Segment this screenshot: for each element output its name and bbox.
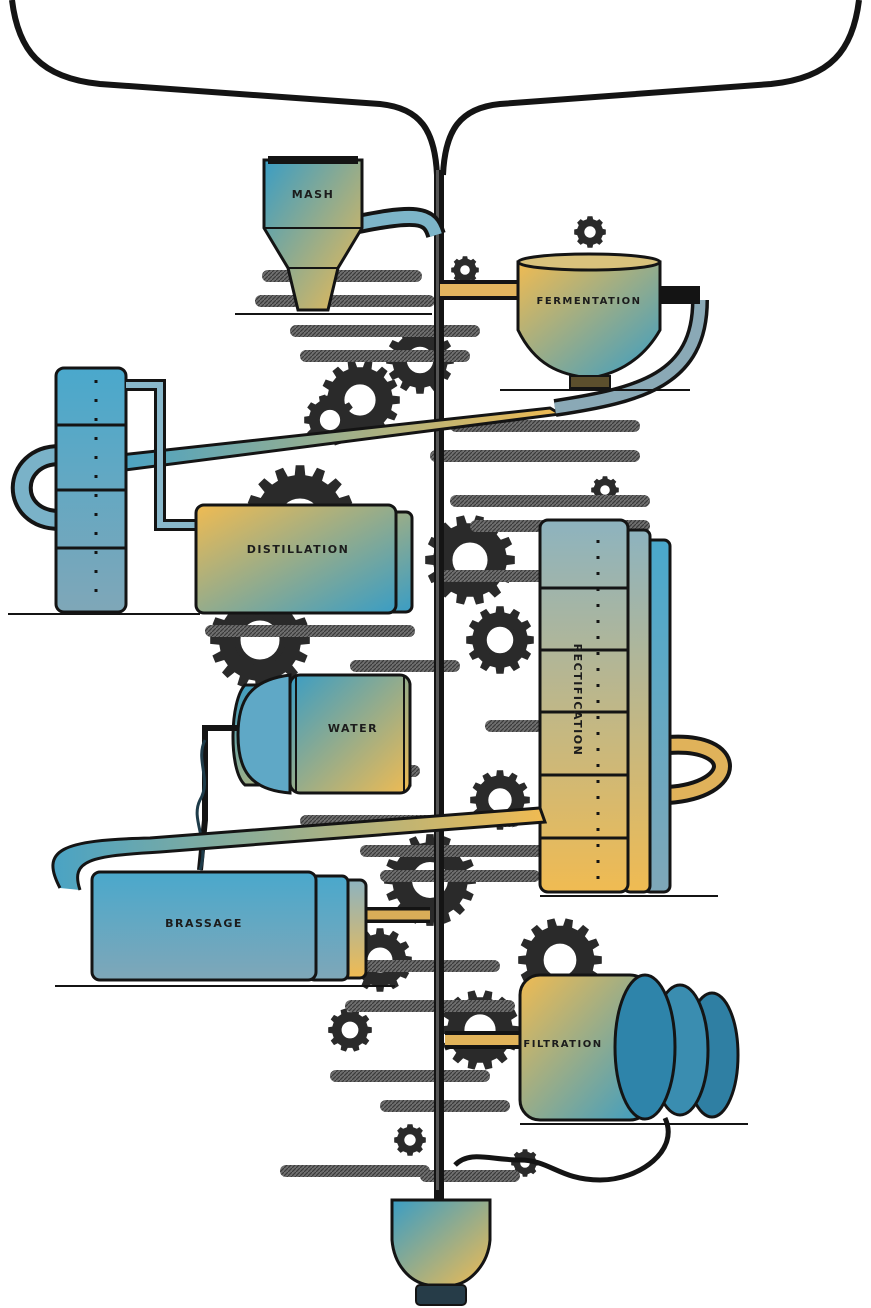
hatched-plate (280, 1165, 430, 1177)
fermentation-tank (440, 252, 662, 389)
top-funnel (9, 0, 862, 176)
label-rectification: RECTIFICATION (571, 644, 584, 757)
hatched-plate (350, 660, 460, 672)
gear-hub (234, 614, 286, 666)
label-filtration: FILTRATION (523, 1039, 602, 1050)
hatched-plate (255, 295, 435, 307)
distillation-tank (194, 503, 414, 615)
hatched-plate (300, 350, 470, 362)
pipe-rectification-to-brassage (51, 806, 548, 891)
label-water: WATER (328, 722, 378, 735)
gear-hub (338, 1018, 362, 1042)
receiver-cup (390, 1190, 492, 1306)
central-shaft (434, 170, 444, 1210)
hatched-plate (360, 845, 560, 857)
hatched-plate (330, 1070, 490, 1082)
hatched-plate (430, 450, 640, 462)
gear-hub (597, 482, 613, 498)
label-fermentation: FERMENTATION (537, 296, 642, 307)
hatched-plate (360, 960, 500, 972)
label-brassage: BRASSAGE (165, 917, 243, 930)
gear-hub (538, 938, 582, 982)
mash-hopper (262, 156, 446, 312)
filtration-tank (445, 973, 740, 1183)
gear-hub (316, 406, 344, 434)
hatched-plate (262, 270, 422, 282)
hatched-plate (205, 625, 415, 637)
gear-hub (457, 262, 473, 278)
rectification-columns (538, 518, 732, 894)
brassage-tank (90, 870, 430, 982)
hatched-plate (450, 495, 650, 507)
loop-pipe-left (10, 444, 61, 531)
gear-hub (482, 622, 518, 658)
column-left (54, 366, 200, 614)
hatched-plate (380, 870, 540, 882)
label-distillation: DISTILLATION (247, 543, 350, 556)
pipe-fermentation-to-column (117, 286, 709, 472)
hatched-plate (345, 1000, 515, 1012)
hatched-plate (380, 1100, 510, 1112)
gear-hub (401, 1131, 419, 1149)
hatched-plate (420, 1170, 520, 1182)
gear-hub (581, 223, 599, 241)
label-mash: MASH (292, 188, 335, 201)
hatched-plate (290, 325, 480, 337)
